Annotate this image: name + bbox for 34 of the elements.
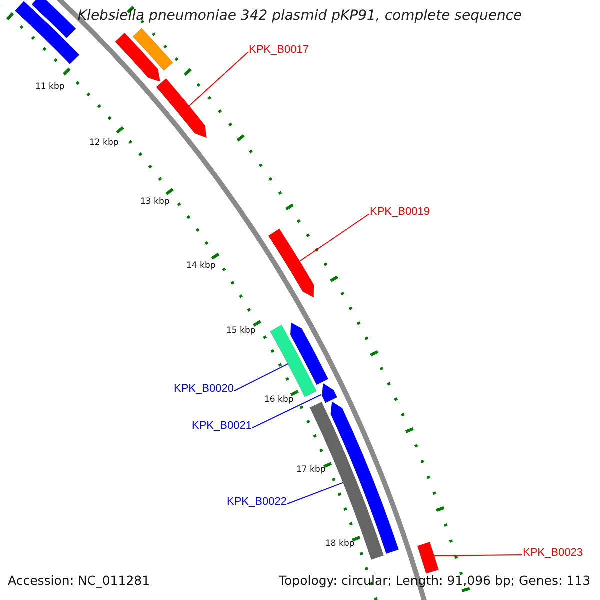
title: Klebsiella pneumoniae 342 plasmid pKP91, complete sequence [76, 8, 524, 24]
gene-bar [32, 0, 76, 38]
gene-bar [310, 402, 384, 560]
scale-label: 11 kbp [36, 83, 65, 93]
leader-line [287, 482, 344, 504]
gene-bar [268, 228, 314, 298]
gene-bar [290, 322, 329, 386]
summary-text: Topology: circular; Length: 91,096 bp; Genes: 113 [279, 574, 591, 588]
gene-bar [132, 28, 174, 71]
gene-bar [322, 383, 338, 404]
accession-text: Accession: NC_011281 [8, 574, 150, 588]
leader-line [234, 364, 289, 392]
scale-label: 12 kbp [90, 139, 119, 149]
gene-bar [270, 324, 317, 398]
gene-label: KPK_B0023 [523, 547, 583, 559]
scale-label: 17 kbp [296, 466, 326, 476]
gene-bar [417, 542, 440, 574]
scale-label: 16 kbp [264, 396, 294, 406]
leader-line [252, 394, 322, 428]
scale-label: 14 kbp [186, 262, 216, 272]
gene-bar [115, 32, 161, 82]
gene-label: KPK_B0021 [192, 420, 252, 432]
gene-label: KPK_B0017 [249, 44, 309, 56]
scale-label: 15 kbp [226, 327, 256, 337]
leader-line [188, 52, 249, 106]
leader-line [299, 214, 370, 262]
gene-label: KPK_B0022 [227, 496, 287, 508]
scale-label: 13 kbp [140, 198, 170, 208]
gene-bar [156, 78, 207, 138]
scale-label: 18 kbp [326, 540, 355, 550]
gene-bar [14, 1, 80, 64]
leader-line [434, 554, 523, 556]
gene-label: KPK_B0019 [370, 206, 430, 218]
gene-label: KPK_B0020 [174, 383, 234, 395]
